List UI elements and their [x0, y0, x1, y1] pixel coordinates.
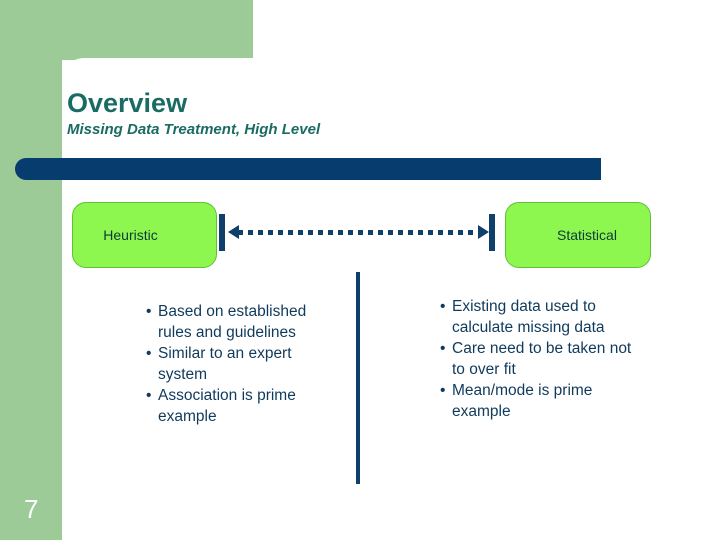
- list-item-text: Association is prime example: [158, 387, 296, 425]
- dotted-connector-line: [238, 230, 480, 235]
- diagram-node-heuristic[interactable]: Heuristic: [72, 202, 217, 268]
- green-left-band: [0, 58, 62, 540]
- page-title: Overview: [67, 88, 188, 118]
- bullet-list-left: • Based on established rules and guideli…: [146, 301, 336, 427]
- title-underline-bar: [15, 158, 601, 180]
- bullet-icon: •: [440, 340, 446, 357]
- list-item: • Mean/mode is prime example: [440, 380, 635, 422]
- list-item: • Association is prime example: [146, 385, 336, 427]
- arrow-left-icon: [228, 225, 239, 239]
- diagram-node-statistical[interactable]: Statistical: [505, 202, 651, 268]
- list-item-text: Similar to an expert system: [158, 345, 292, 383]
- list-item-text: Care need to be taken not to over fit: [452, 340, 632, 378]
- connector-end-cap-left: [219, 214, 225, 251]
- list-item: • Similar to an expert system: [146, 343, 336, 385]
- page-number: 7: [24, 494, 39, 524]
- connector-end-cap-right: [489, 214, 495, 251]
- diagram-node-statistical-label: Statistical: [557, 227, 617, 243]
- column-separator: [356, 272, 360, 484]
- bullet-icon: •: [146, 345, 152, 362]
- bullet-icon: •: [146, 387, 152, 404]
- list-item-text: Mean/mode is prime example: [452, 382, 593, 420]
- green-top-block: [0, 0, 253, 60]
- page-subtitle: Missing Data Treatment, High Level: [67, 121, 321, 138]
- title-block: Overview Missing Data Treatment, High Le…: [67, 88, 667, 139]
- bullet-icon: •: [146, 303, 152, 320]
- arrow-right-icon: [478, 225, 489, 239]
- list-item: • Based on established rules and guideli…: [146, 301, 336, 343]
- list-item-text: Based on established rules and guideline…: [158, 303, 307, 341]
- list-item-text: Existing data used to calculate missing …: [452, 298, 605, 336]
- list-item: • Existing data used to calculate missin…: [440, 296, 635, 338]
- diagram-node-heuristic-label: Heuristic: [103, 227, 158, 243]
- list-item: • Care need to be taken not to over fit: [440, 338, 635, 380]
- bullet-icon: •: [440, 298, 446, 315]
- bullet-list-right: • Existing data used to calculate missin…: [440, 296, 635, 422]
- slide-content-panel: [62, 58, 720, 540]
- bullet-icon: •: [440, 382, 446, 399]
